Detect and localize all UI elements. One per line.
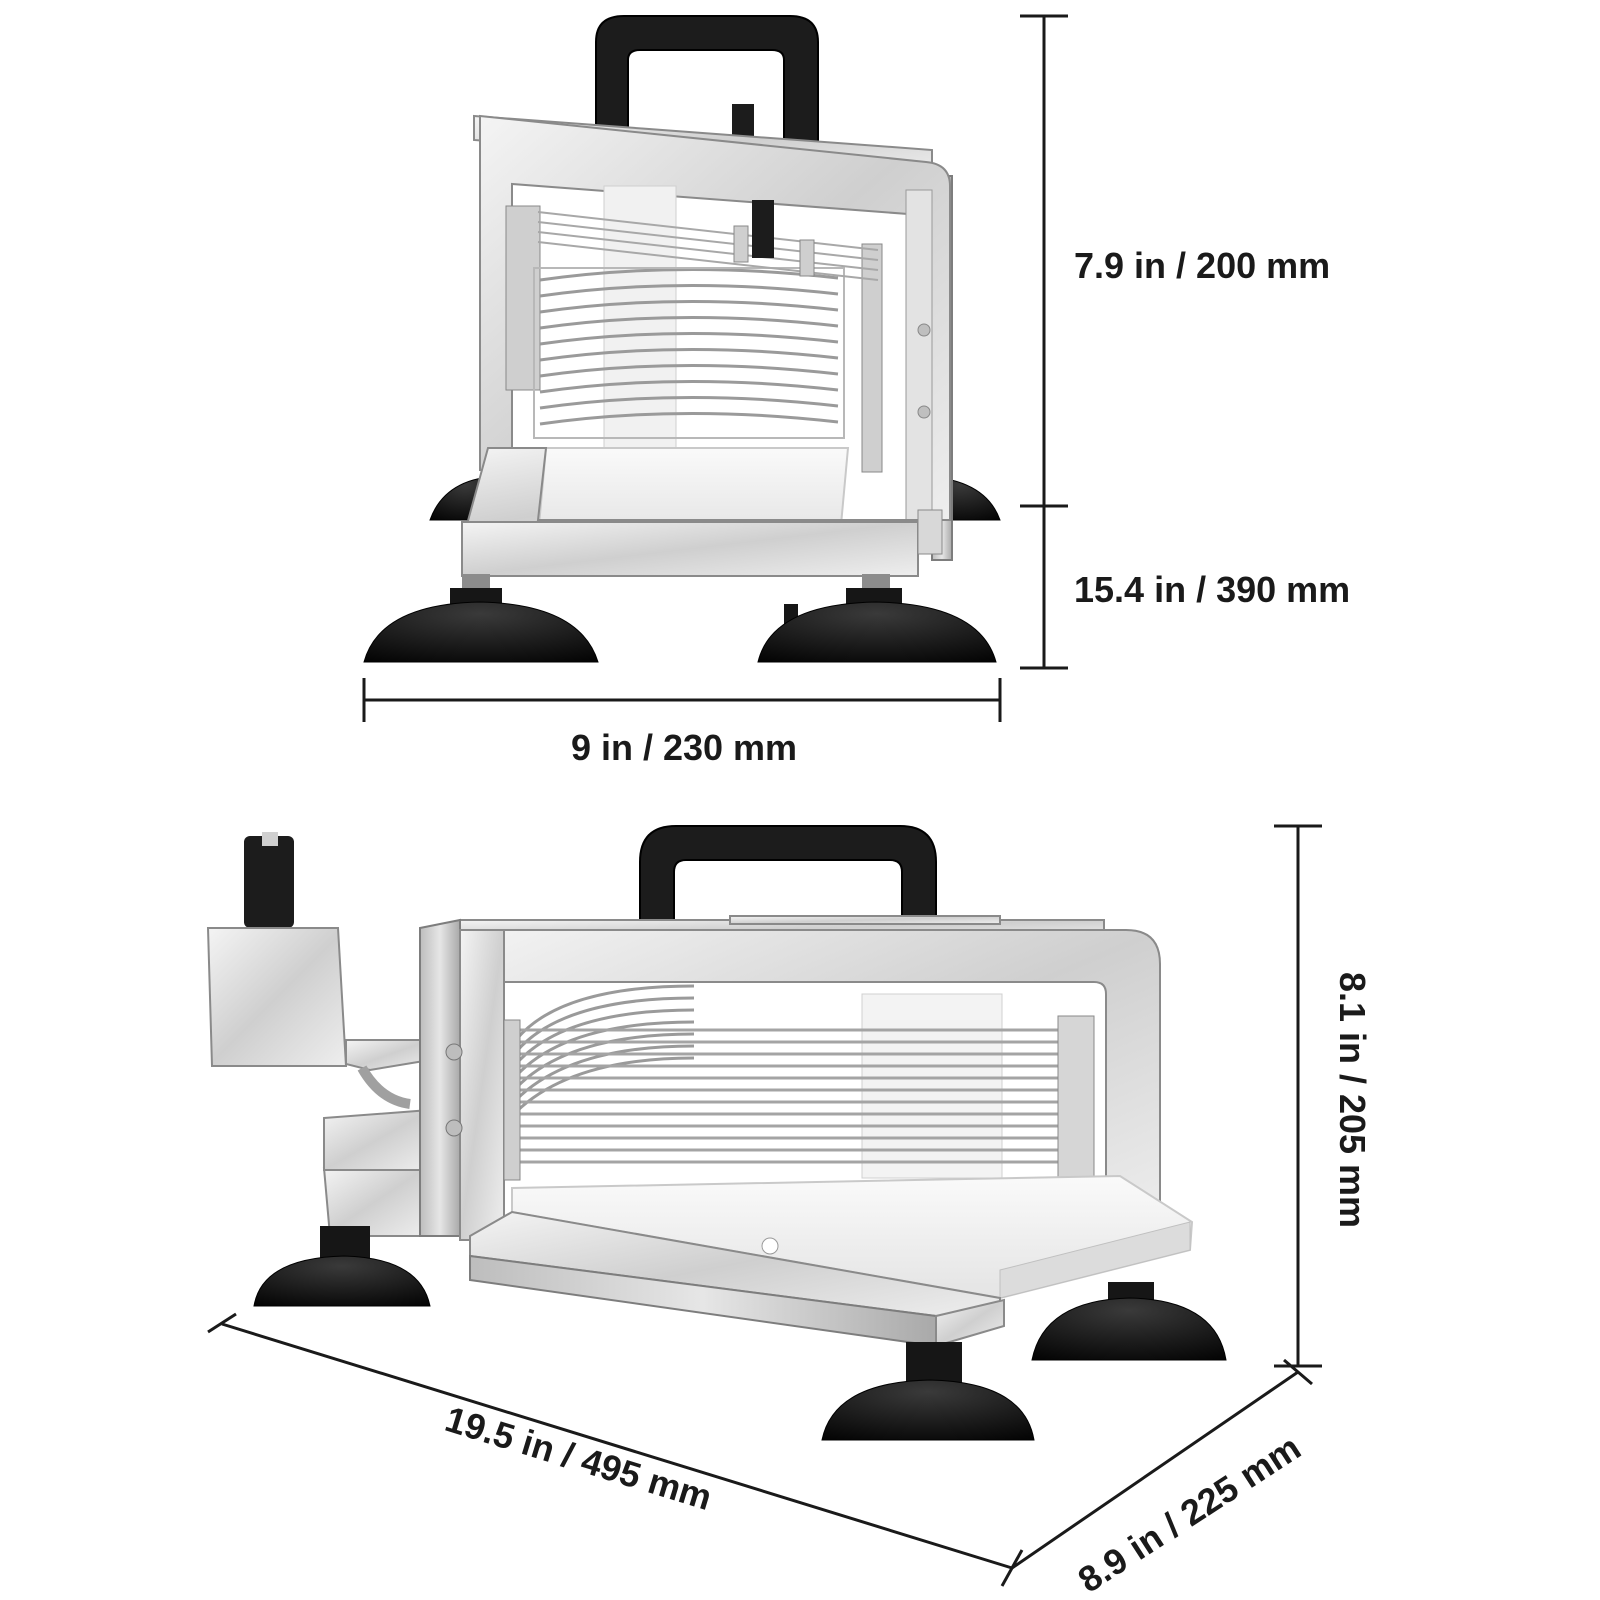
side-suction-foot-rear-left	[253, 1226, 431, 1307]
side-base-tray	[469, 1210, 1005, 1348]
side-frame-left	[419, 918, 505, 1241]
side-depth-label: 8.9 in / 225 mm	[1071, 1427, 1308, 1600]
side-height-dimension	[1274, 824, 1322, 1368]
side-height-label: 8.1 in / 205 mm	[1332, 972, 1373, 1228]
side-inner-plate	[861, 993, 1003, 1179]
side-view-product	[206, 825, 1227, 1441]
side-suction-foot-rear-right	[1031, 1282, 1227, 1361]
front-lower-height-label: 15.4 in / 390 mm	[1074, 569, 1350, 610]
front-upper-height-label: 7.9 in / 200 mm	[1074, 245, 1330, 286]
front-cutting-wires	[537, 211, 879, 281]
side-pusher-blades	[514, 984, 695, 1114]
side-comb-bars	[503, 1015, 1095, 1187]
front-suction-foot-right	[757, 574, 997, 663]
side-cutting-wires	[510, 1028, 1060, 1164]
side-base-platform	[322, 1108, 431, 1237]
side-frame-top-right	[460, 929, 1161, 1229]
side-depth-dimension	[1011, 1358, 1313, 1570]
front-height-dimension	[1020, 14, 1068, 670]
side-carry-handle	[639, 825, 937, 931]
front-view-product	[363, 15, 1001, 663]
front-base-tray	[461, 447, 943, 577]
front-width-label: 9 in / 230 mm	[571, 727, 797, 768]
front-pusher-posts	[733, 200, 815, 277]
side-pusher-arm	[206, 832, 431, 1109]
front-pusher-blades	[533, 267, 845, 439]
front-width-dimension	[362, 678, 1002, 722]
side-cutting-board	[511, 1174, 1194, 1300]
side-length-label: 19.5 in / 495 mm	[441, 1398, 717, 1518]
side-suction-foot-front	[821, 1342, 1035, 1441]
front-suction-foot-left	[363, 574, 599, 663]
